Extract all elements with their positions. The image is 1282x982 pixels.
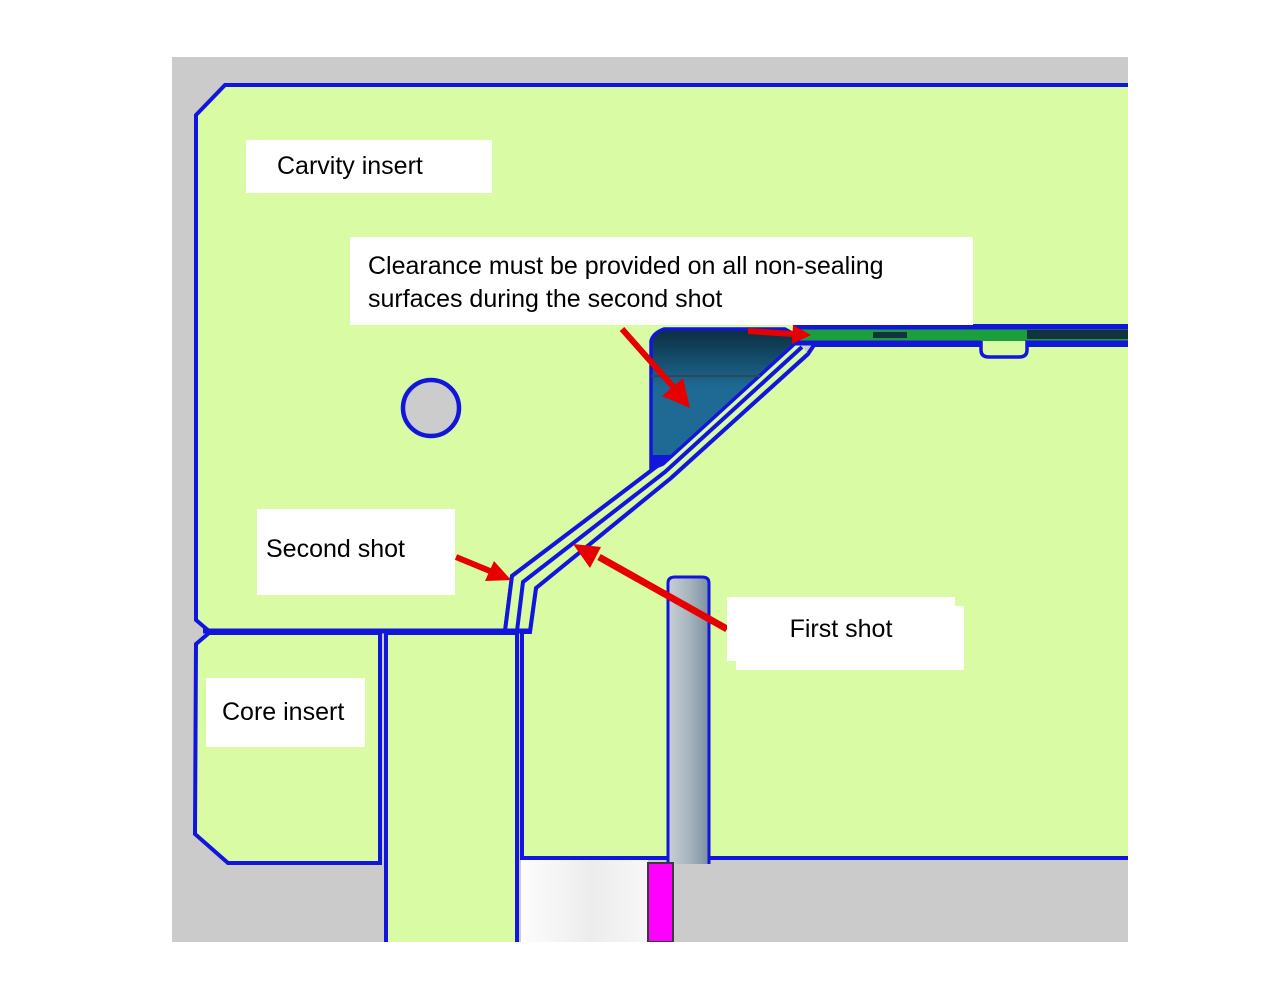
bore-circle — [400, 377, 462, 439]
second-shot-arrow-head — [485, 561, 511, 581]
seal-point-arrow-shaft — [747, 328, 794, 337]
first-shot-arrow-head — [573, 544, 601, 568]
pocket-bottom-wedge — [651, 455, 673, 469]
clearance-arrow-head — [662, 378, 690, 408]
clearance-note-label: Clearance must be provided on all non-se… — [350, 237, 973, 325]
clearance-note-line2: surfaces during the second shot — [368, 285, 723, 313]
seal-band-dark-segment-1 — [873, 332, 907, 338]
cavity-insert-label: Carvity insert — [246, 140, 492, 193]
first-shot-label: First shot — [727, 597, 955, 661]
seal-point-arrow-head — [792, 325, 811, 344]
ejector-pin — [647, 862, 674, 942]
interlock-bump — [979, 341, 1029, 359]
clearance-arrow-shaft — [619, 327, 679, 392]
first-shot-arrow-shaft — [597, 553, 729, 633]
clearance-pocket — [649, 327, 803, 471]
second-shot-arrow-shaft — [454, 554, 492, 574]
core-insert-shape — [192, 631, 382, 865]
channel-line-outer — [528, 352, 810, 632]
second-shot-label: Second shot — [257, 509, 455, 595]
core-insert-label: Core insert — [206, 678, 365, 747]
seal-band-dark-segment-2 — [1027, 330, 1128, 339]
clearance-note-line1: Clearance must be provided on all non-se… — [368, 252, 884, 280]
second-shot-arrow — [454, 554, 511, 581]
channel-line-middle — [515, 345, 804, 942]
center-block-shape — [384, 631, 519, 942]
bottom-gap-block — [521, 858, 648, 942]
clearance-arrow — [619, 327, 690, 408]
first-shot-arrow — [573, 544, 729, 633]
support-pillar — [666, 575, 711, 864]
seal-point-arrow — [747, 325, 811, 344]
